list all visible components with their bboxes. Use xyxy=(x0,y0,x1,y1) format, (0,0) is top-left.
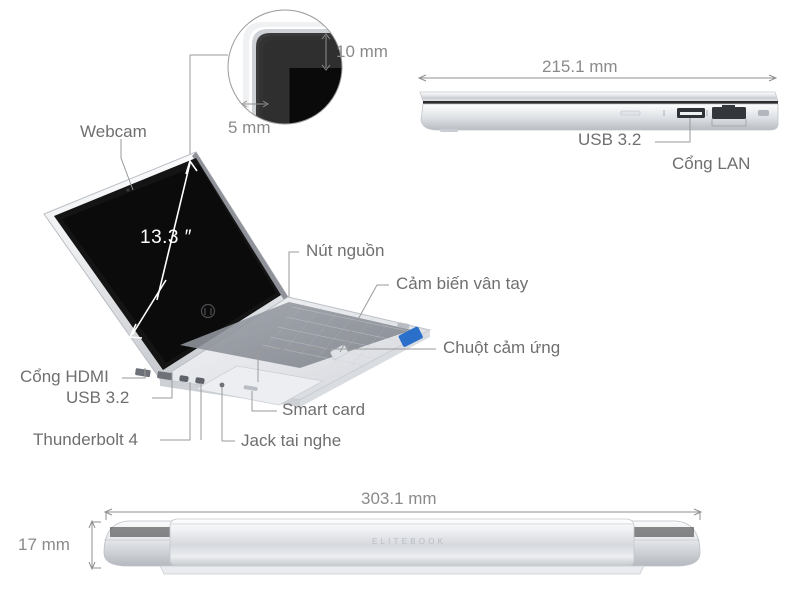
leader-smartcard xyxy=(251,391,277,412)
intel-sticker xyxy=(398,326,423,347)
laptop-side-view xyxy=(419,91,779,132)
dimension-label-height: 17 mm xyxy=(18,535,70,554)
leader-webcam xyxy=(120,139,134,191)
dimension-bezel-side xyxy=(241,100,269,108)
label-smart-card: Smart card xyxy=(282,400,366,419)
label-power-button: Nút nguồn xyxy=(306,241,385,260)
lan-port-shape xyxy=(712,107,746,119)
bezel-detail-callout xyxy=(227,9,343,125)
label-headphone-jack: Jack tai nghe xyxy=(241,431,342,450)
hp-logo-screen xyxy=(200,303,216,319)
dimension-label-bezel-side: 5 mm xyxy=(228,118,271,137)
power-button-shape xyxy=(397,322,410,329)
leader-hdmi xyxy=(122,368,146,379)
touchpad-shape xyxy=(194,365,325,406)
leader-touchpad xyxy=(257,348,436,382)
leader-fingerprint xyxy=(339,284,389,353)
label-usb-right: USB 3.2 xyxy=(578,130,642,149)
dimension-label-width: 303.1 mm xyxy=(361,489,437,508)
label-fingerprint-sensor: Cảm biến vân tay xyxy=(396,274,529,293)
dimension-depth xyxy=(417,74,778,82)
label-touchpad: Chuột cảm ứng xyxy=(443,338,561,357)
label-thunderbolt: Thunderbolt 4 xyxy=(33,430,138,449)
left-edge-ports xyxy=(135,368,258,391)
label-hdmi-port: Cổng HDMI xyxy=(20,367,109,386)
leader-power-button xyxy=(288,251,299,297)
dimension-width xyxy=(103,508,703,520)
dimension-bezel-top xyxy=(321,33,331,71)
leader-thunderbolt xyxy=(160,382,202,441)
screen-diagonal-label: 13.3 ″ xyxy=(140,227,192,248)
label-usb-left: USB 3.2 xyxy=(66,388,130,407)
leader-usb-right xyxy=(655,118,691,143)
dimension-label-depth: 215.1 mm xyxy=(542,57,618,76)
side-card-slot xyxy=(620,110,641,116)
lock-slot-shape xyxy=(758,110,769,116)
bezel-leader-line xyxy=(189,54,228,155)
leader-headphone xyxy=(221,387,235,442)
dimension-label-bezel-top: 10 mm xyxy=(336,42,388,61)
dimension-height xyxy=(88,519,101,571)
leader-usb-left xyxy=(152,372,173,399)
label-lan-port: Cổng LAN xyxy=(672,154,751,173)
elitebook-branding: ELITEBOOK xyxy=(372,537,447,546)
screen-diagonal-arrow xyxy=(128,159,198,339)
label-webcam: Webcam xyxy=(80,122,147,141)
laptop-closed-view xyxy=(103,518,701,575)
